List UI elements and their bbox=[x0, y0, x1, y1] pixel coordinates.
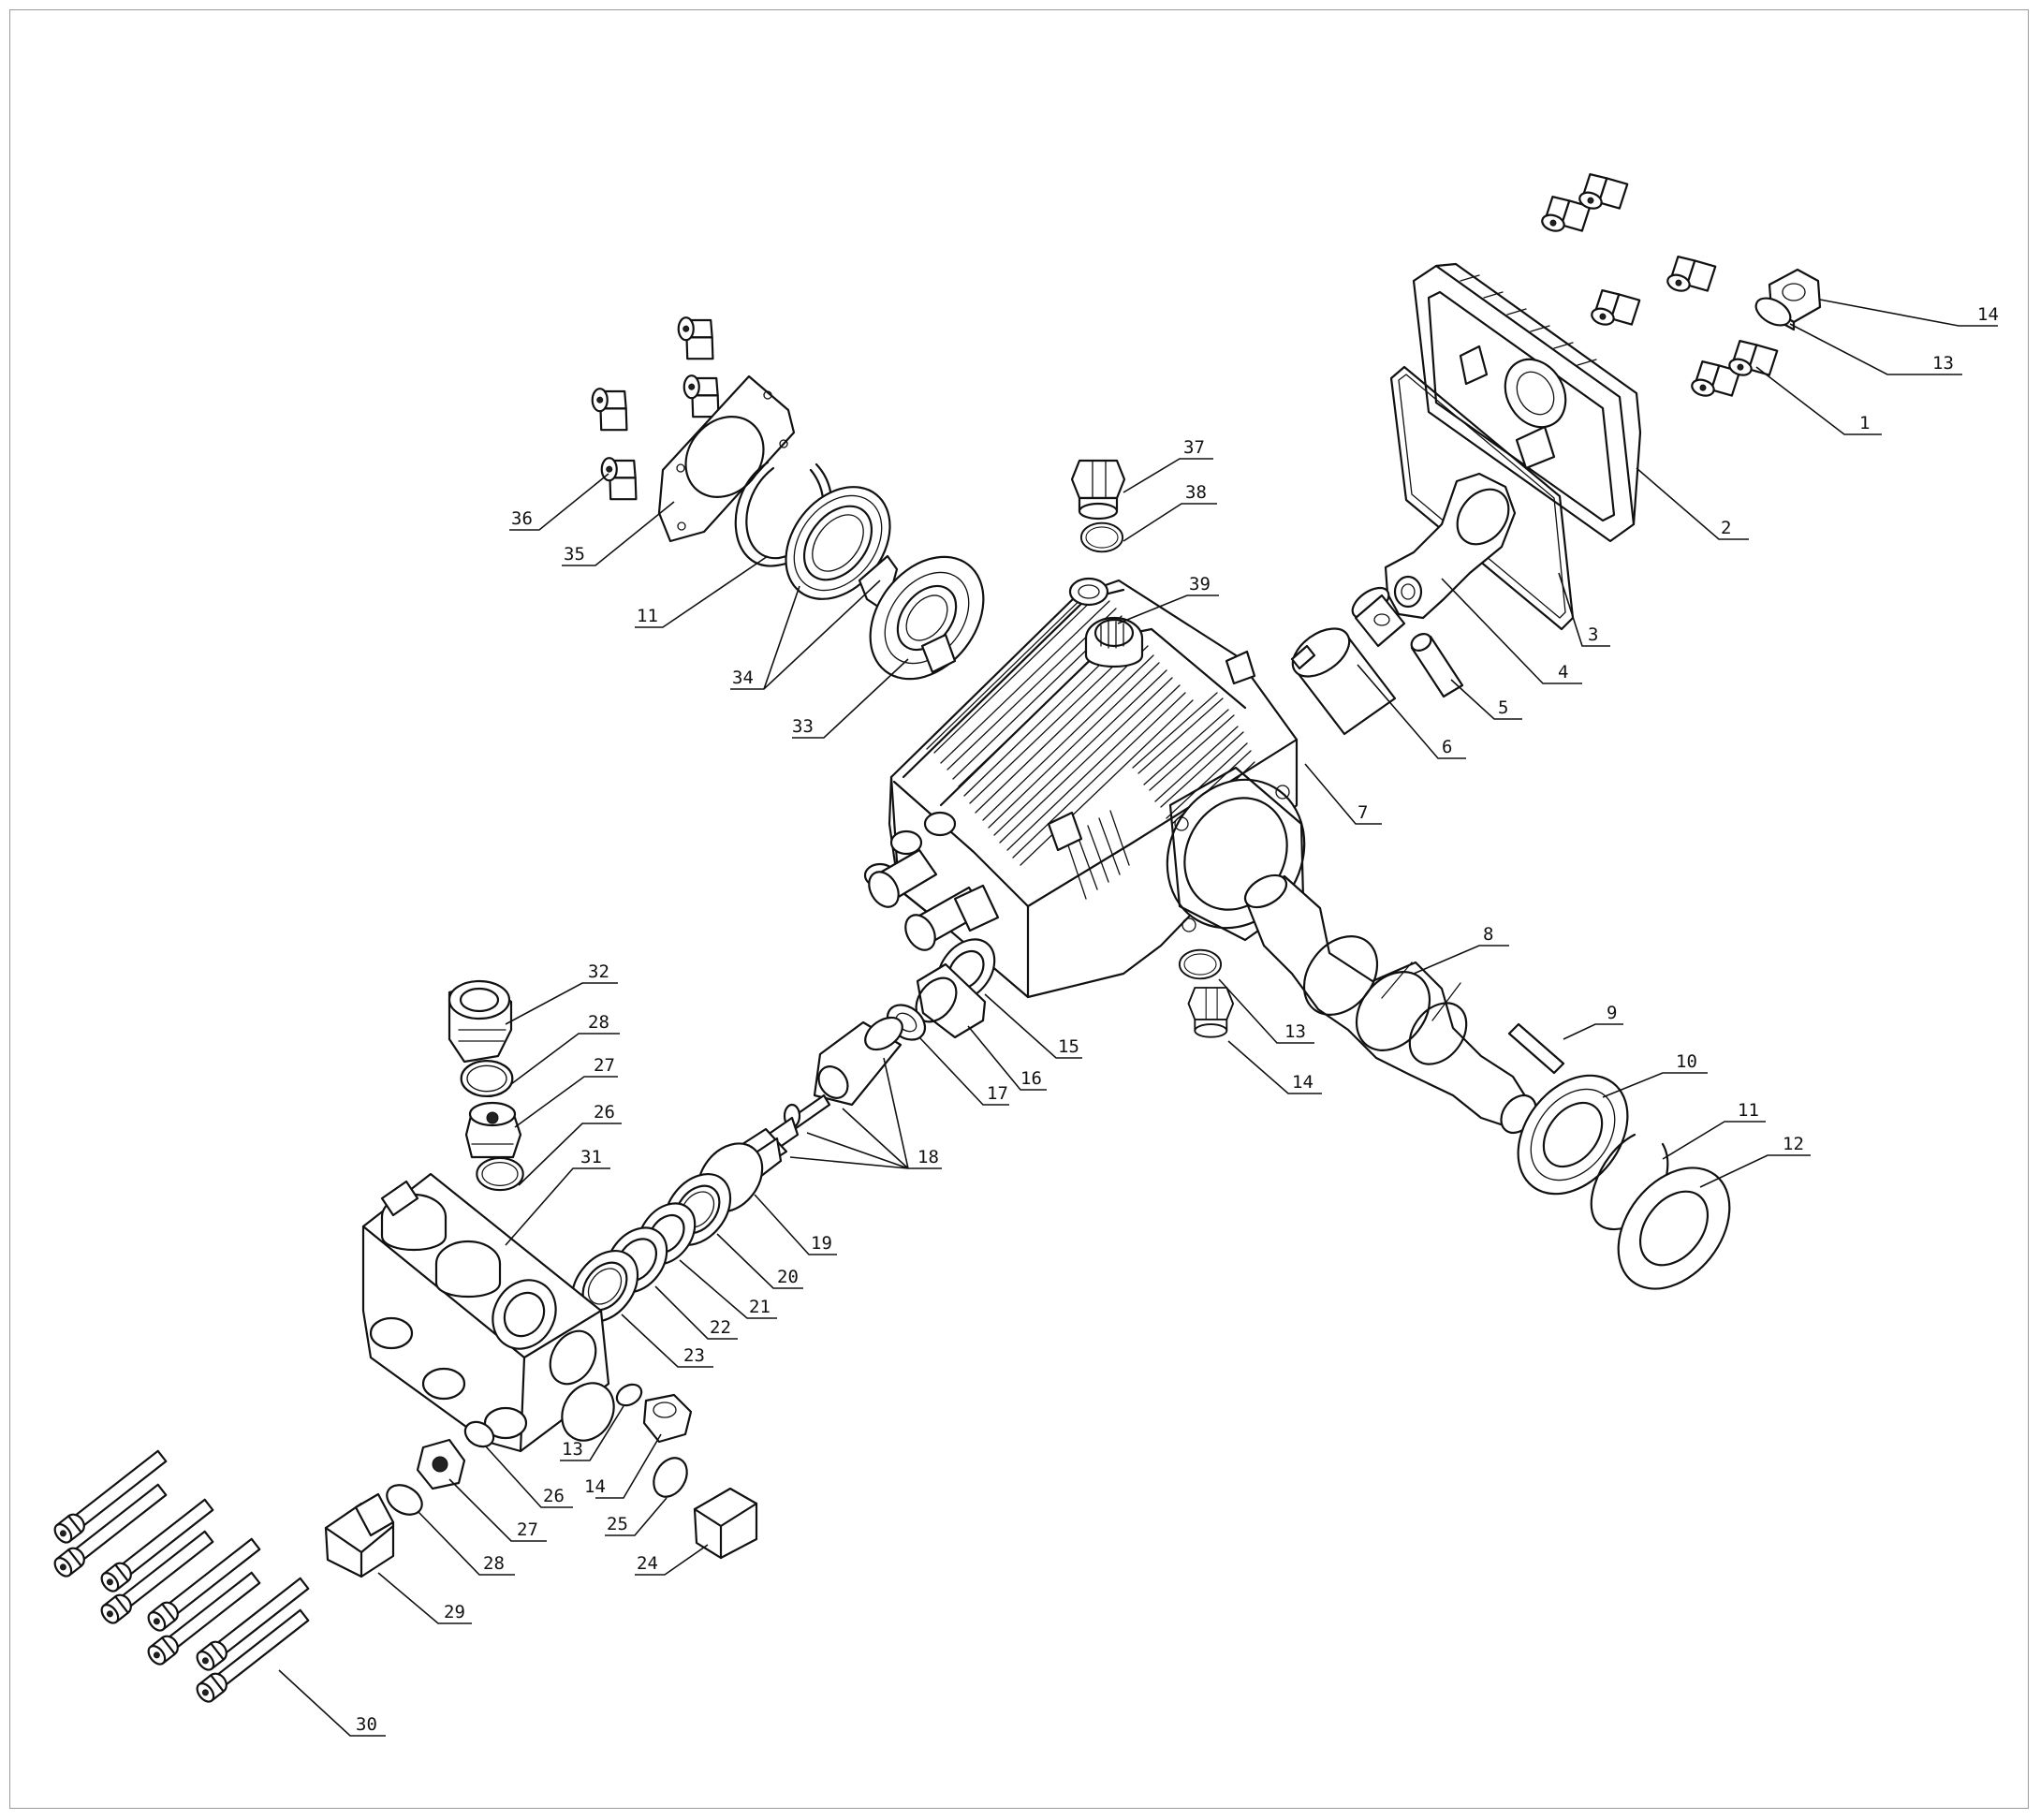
callout-label: 39 bbox=[1189, 574, 1211, 594]
callout-label: 2 bbox=[1721, 518, 1731, 538]
callout-label: 21 bbox=[749, 1297, 771, 1317]
part-16-retainer bbox=[915, 962, 987, 1039]
callout-label: 22 bbox=[710, 1317, 731, 1338]
part-37-plug bbox=[1070, 459, 1126, 521]
part-10-bearing bbox=[1517, 1074, 1629, 1196]
callout-label: 14 bbox=[1977, 304, 1999, 325]
part-28-oring-lower bbox=[386, 1484, 423, 1516]
callout-label: 27 bbox=[517, 1519, 538, 1540]
callout-label: 23 bbox=[683, 1345, 705, 1366]
callout-label: 32 bbox=[588, 961, 609, 982]
part-8-crankshaft bbox=[1243, 873, 1537, 1135]
part-35-gasket-plate bbox=[657, 374, 796, 543]
callout-label: 4 bbox=[1558, 662, 1568, 682]
callout-label: 16 bbox=[1020, 1068, 1042, 1089]
part-26-oring-lower bbox=[463, 1420, 495, 1448]
callout-label: 3 bbox=[1588, 624, 1598, 645]
part-32-valve-cap bbox=[448, 979, 513, 1064]
part-13-oring-upper bbox=[1754, 297, 1792, 327]
callout-label: 27 bbox=[594, 1055, 615, 1076]
part-4-connecting-rod bbox=[1384, 472, 1517, 620]
callout-label: 33 bbox=[792, 716, 814, 737]
part-27-valve-upper bbox=[464, 1101, 522, 1159]
part-30-long-bolts bbox=[51, 1446, 312, 1706]
part-26-oring-upper bbox=[476, 1156, 524, 1192]
callout-label: 14 bbox=[1292, 1072, 1314, 1093]
callout-label: 34 bbox=[732, 668, 754, 688]
callout-label: 13 bbox=[1932, 353, 1954, 374]
callout-label: 6 bbox=[1442, 737, 1452, 757]
part-29-plug bbox=[324, 1492, 395, 1578]
part-18-plunger-assembly bbox=[738, 1016, 903, 1182]
part-25-oring bbox=[653, 1457, 688, 1498]
callout-label: 13 bbox=[1284, 1021, 1306, 1042]
callout-label: 5 bbox=[1498, 697, 1508, 718]
callout-label: 26 bbox=[594, 1102, 615, 1123]
callout-label: 35 bbox=[564, 544, 585, 565]
part-9-key bbox=[1507, 1022, 1565, 1075]
callout-label: 1 bbox=[1859, 413, 1870, 433]
callout-label: 28 bbox=[483, 1553, 505, 1574]
callout-label: 15 bbox=[1058, 1036, 1079, 1057]
callout-label: 11 bbox=[1738, 1100, 1759, 1121]
callout-label: 19 bbox=[811, 1233, 832, 1254]
drawing-frame bbox=[9, 9, 2029, 1809]
callout-label: 36 bbox=[511, 508, 533, 529]
part-2-rear-cover bbox=[1412, 262, 1642, 543]
part-13-oring-lower bbox=[615, 1383, 643, 1407]
callout-label: 18 bbox=[917, 1147, 939, 1167]
callout-label: 17 bbox=[987, 1083, 1008, 1104]
callout-label: 24 bbox=[637, 1553, 658, 1574]
callout-label: 9 bbox=[1607, 1003, 1617, 1023]
callout-label: 14 bbox=[584, 1476, 606, 1497]
part-14-plug-mid bbox=[1187, 987, 1235, 1038]
part-13-oring-mid bbox=[1178, 948, 1223, 980]
callout-label: 10 bbox=[1676, 1051, 1697, 1072]
part-31-manifold bbox=[361, 1172, 615, 1453]
callout-label: 38 bbox=[1185, 482, 1207, 503]
part-6-plunger-guide bbox=[1290, 586, 1406, 736]
part-38-oring bbox=[1079, 521, 1124, 553]
part-5-wrist-pin bbox=[1410, 633, 1464, 698]
part-28-oring-upper bbox=[460, 1059, 514, 1098]
callout-label: 25 bbox=[607, 1514, 628, 1534]
callout-label: 20 bbox=[777, 1267, 799, 1287]
callout-labels: 1 2 3 4 5 6 7 8 9 10 11 11 12 bbox=[278, 299, 1999, 1737]
callout-label: 11 bbox=[637, 606, 658, 626]
callout-label: 7 bbox=[1358, 802, 1368, 823]
callout-label: 30 bbox=[356, 1714, 377, 1735]
callout-label: 12 bbox=[1783, 1134, 1804, 1154]
callout-label: 28 bbox=[588, 1012, 609, 1033]
callout-label: 29 bbox=[444, 1602, 465, 1622]
part-33-bearing bbox=[869, 555, 985, 681]
part-14-plug-lower bbox=[642, 1393, 693, 1444]
part-27-valve-lower bbox=[416, 1438, 466, 1490]
callout-label: 31 bbox=[580, 1147, 602, 1167]
callout-label: 26 bbox=[543, 1486, 565, 1506]
part-7-crankcase bbox=[863, 577, 1306, 999]
part-39-oil-cap bbox=[1084, 616, 1144, 668]
callout-label: 13 bbox=[562, 1439, 583, 1460]
part-24-plug bbox=[693, 1487, 758, 1560]
part-12-oil-seal bbox=[1617, 1167, 1731, 1290]
callout-label: 8 bbox=[1483, 924, 1493, 945]
callout-label: 37 bbox=[1183, 437, 1205, 458]
